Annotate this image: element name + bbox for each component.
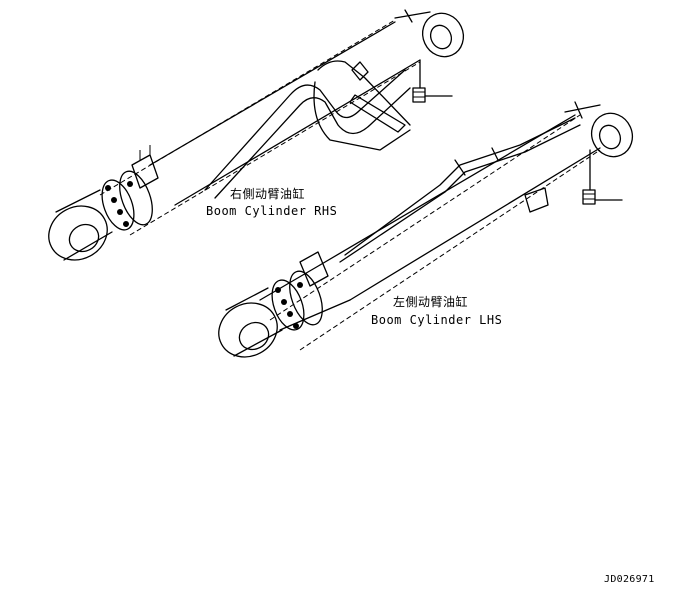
rhs-pressure-sensor: [412, 59, 453, 103]
rhs-rod-eye: [48, 189, 113, 261]
lhs-pressure-sensor: [582, 149, 623, 205]
drawing-id: JD026971: [604, 574, 655, 585]
rhs-label-chinese: 右側动臂油缸: [230, 187, 306, 201]
rhs-boom-cylinder: [48, 9, 465, 261]
lhs-head-eye: [564, 101, 634, 158]
lhs-flange: [271, 251, 329, 331]
lhs-boom-cylinder: [218, 101, 634, 358]
lhs-hydraulic-tube: [339, 117, 581, 263]
rhs-head-eye: [394, 9, 465, 58]
lhs-label-english: Boom Cylinder LHS: [371, 313, 503, 327]
lhs-rod-eye: [218, 287, 283, 358]
rhs-hydraulic-tube: [204, 60, 411, 199]
rhs-flange: [101, 145, 159, 231]
lhs-label-chinese: 左側动臂油缸: [393, 295, 469, 309]
rhs-label-english: Boom Cylinder RHS: [206, 204, 338, 218]
